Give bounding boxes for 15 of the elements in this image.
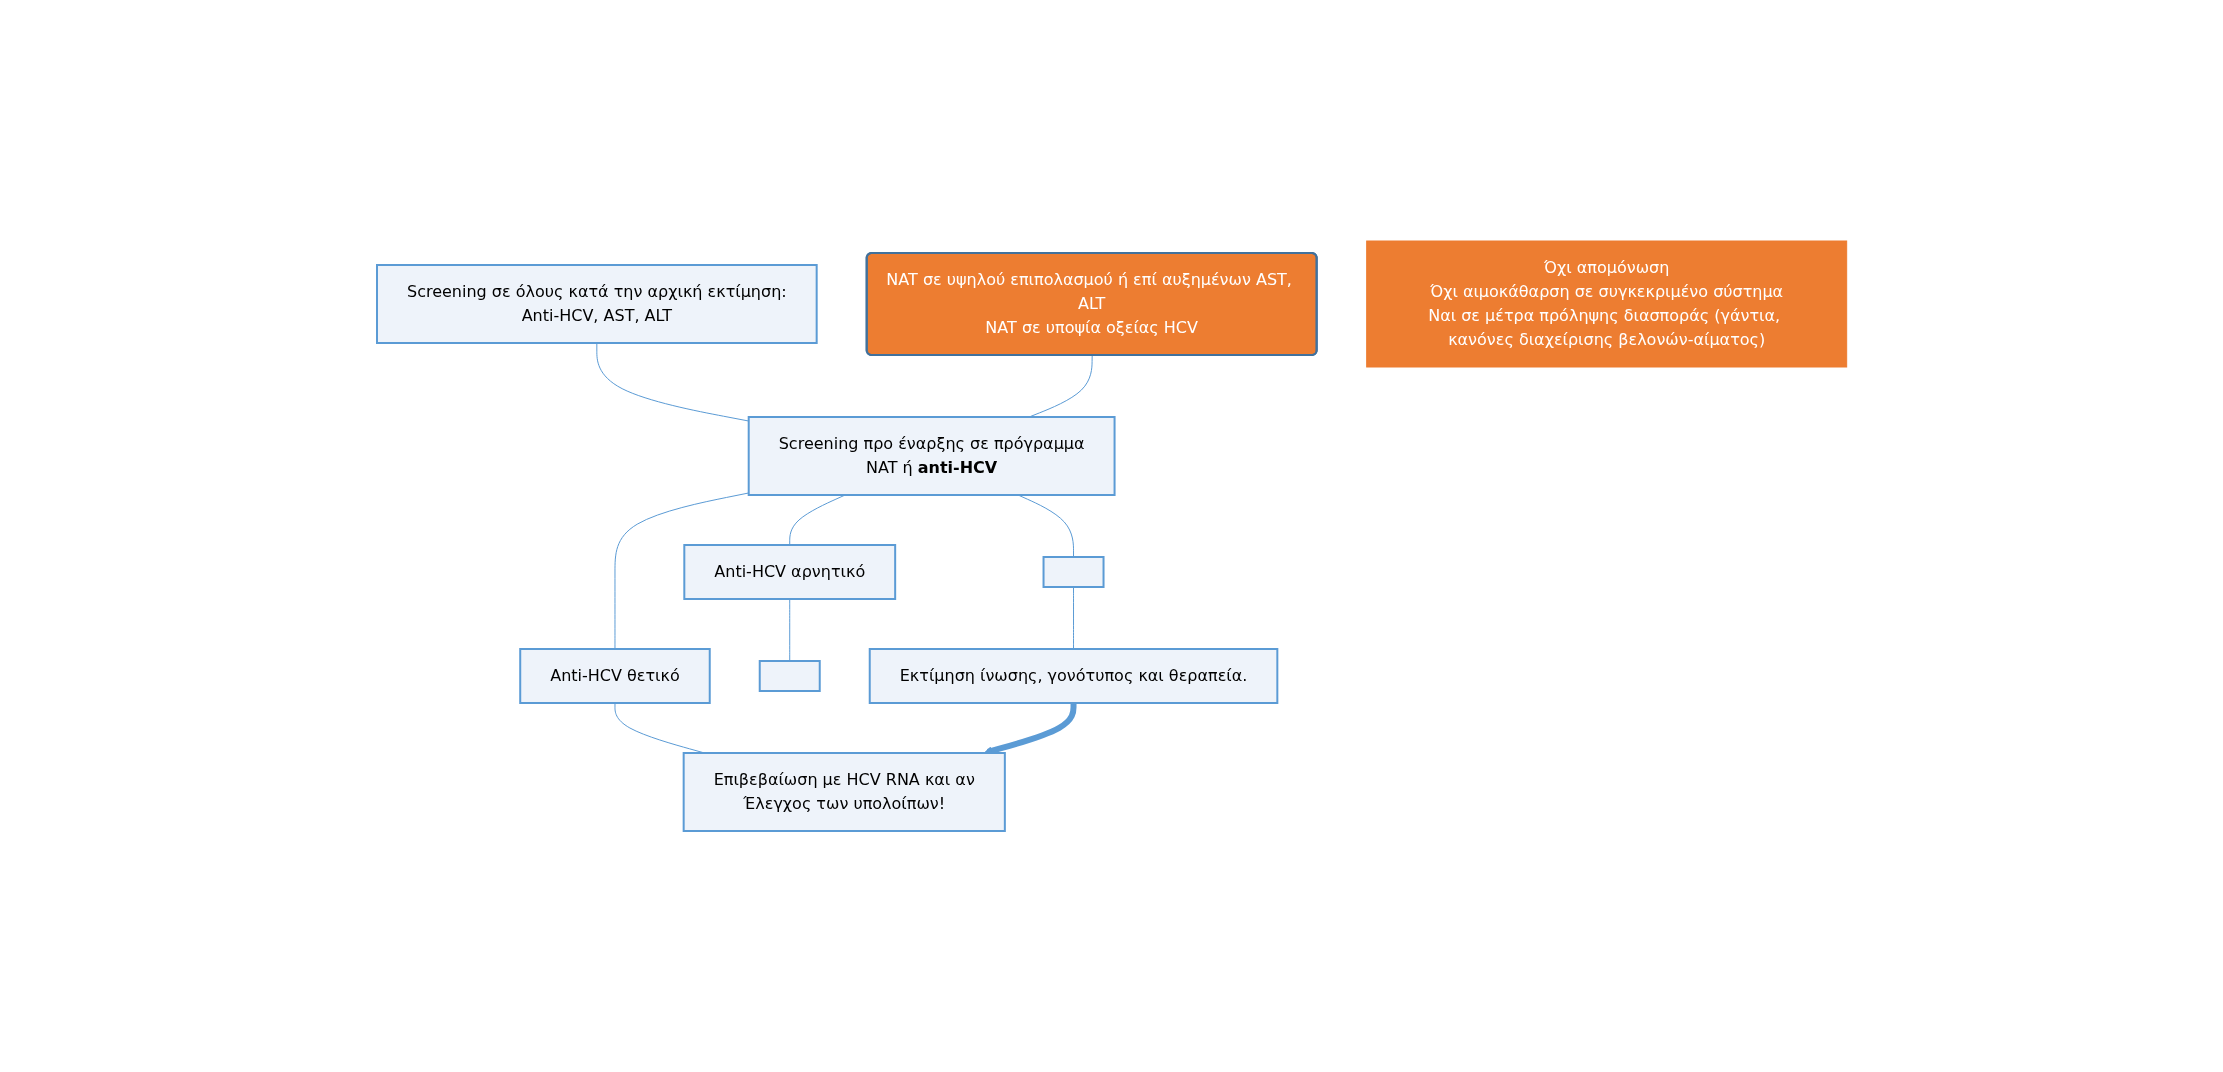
node-box: Όχι απομόνωση Όχι αιμοκάθαρση σε συγκεκριμένο σύστημα Ναι σε μέτρα πρόληψης διασποράς (γάντια, κανόνες διαχείρισης βελονών-αίματος) — [1365, 240, 1847, 368]
connector — [596, 342, 749, 422]
node-box — [1042, 556, 1105, 588]
connector — [788, 598, 790, 662]
node-box: Επιβεβαίωση με HCV RNA και αν Έλεγχος των υπολοίπων! — [682, 752, 1006, 832]
node-box: Screening σε όλους κατά την αρχική εκτίμηση: Anti-HCV, AST, ALT — [375, 264, 818, 344]
connector — [1028, 355, 1093, 418]
node-box: Anti-HCV αρνητικό — [682, 544, 896, 600]
connector — [1072, 586, 1074, 650]
connector — [614, 492, 749, 650]
node-box: Εκτίμηση ίνωσης, γονότυπος και θεραπεία. — [868, 648, 1278, 704]
node-box: Anti-HCV θετικό — [518, 648, 711, 704]
node-box — [758, 660, 821, 692]
connector — [614, 702, 705, 754]
node-box: Screening προ έναρξης σε πρόγραμμα NAT ή anti-HCV — [747, 416, 1116, 496]
